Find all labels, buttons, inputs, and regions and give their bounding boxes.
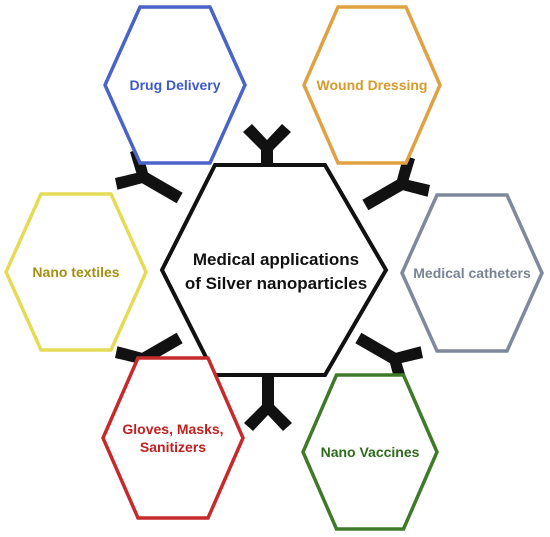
node-gloves-masks-sanitizers: Gloves, Masks, Sanitizers	[101, 356, 245, 520]
y-connector-2	[114, 148, 183, 204]
nano-vaccines-hexagon	[301, 373, 439, 531]
center-node: Medical applications of Silver nanoparti…	[159, 163, 389, 377]
gloves-masks-sanitizers-hexagon	[101, 356, 245, 520]
gloves-masks-sanitizers-label-line1: Gloves, Masks,	[122, 421, 223, 437]
y-connector-5	[355, 332, 424, 388]
drug-delivery-hexagon	[103, 5, 247, 165]
y-connector-shape	[362, 155, 431, 211]
y-connector-shape	[243, 124, 291, 190]
nano-textiles-label-line1: Nano textiles	[32, 264, 119, 280]
y-connector-shape	[114, 148, 183, 204]
y-connector-shape	[355, 332, 424, 388]
y-connector-shape	[244, 365, 292, 431]
wound-dressing-label-line1: Wound Dressing	[317, 77, 428, 93]
nano-vaccines-label-line1: Nano Vaccines	[321, 444, 420, 460]
node-nano-textiles: Nano textiles	[4, 192, 148, 352]
nano-textiles-hexagon	[4, 192, 148, 352]
y-connector-6	[362, 155, 431, 211]
node-drug-delivery: Drug Delivery	[103, 5, 247, 165]
node-medical-catheters: Medical catheters	[400, 193, 544, 353]
center-title-line2: of Silver nanoparticles	[185, 274, 367, 293]
node-nano-vaccines: Nano Vaccines	[301, 373, 439, 531]
center-title-line1: Medical applications	[193, 250, 359, 269]
y-connector-1	[243, 124, 291, 190]
center-hexagon	[159, 163, 389, 377]
drug-delivery-label-line1: Drug Delivery	[129, 77, 220, 93]
medical-catheters-hexagon	[400, 193, 544, 353]
medical-catheters-label-line1: Medical catheters	[413, 265, 531, 281]
gloves-masks-sanitizers-label-line2: Sanitizers	[140, 439, 206, 455]
y-connector-4	[244, 365, 292, 431]
node-wound-dressing: Wound Dressing	[302, 5, 442, 165]
wound-dressing-hexagon	[302, 5, 442, 165]
